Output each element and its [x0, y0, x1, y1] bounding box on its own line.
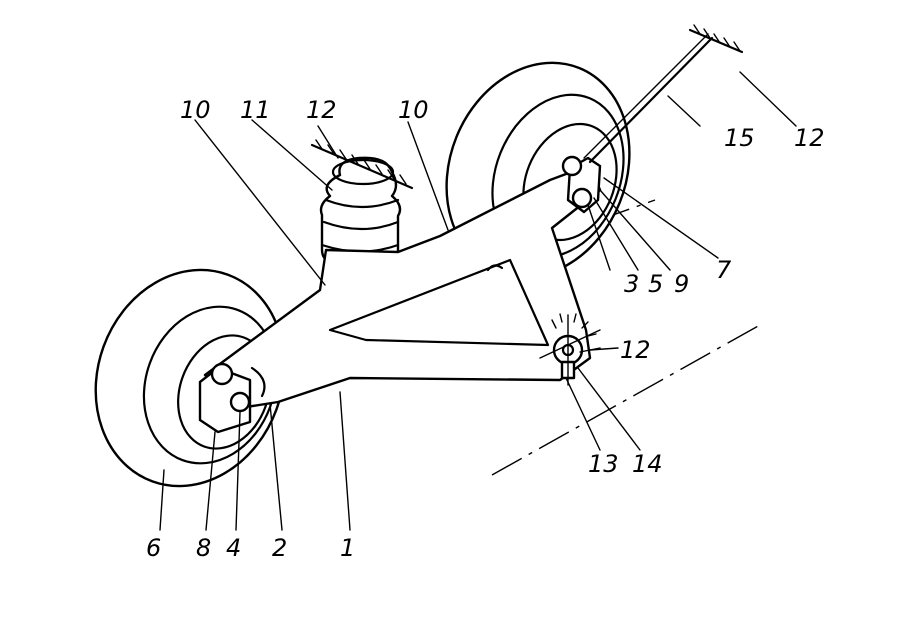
cable-inner	[583, 33, 709, 159]
label-ground-spring: 12	[306, 96, 337, 124]
label-bolt-right: 9	[674, 270, 689, 298]
label-bearing-right: 5	[648, 270, 663, 298]
label-cable: 15	[724, 124, 755, 152]
ground-cable-hatch	[688, 24, 744, 54]
pivot-joint	[539, 314, 601, 386]
label-bracket-right: 7	[716, 256, 732, 284]
label-pivot-pin: 14	[632, 450, 663, 478]
label-pivot-joint: 13	[588, 450, 619, 478]
label-arm-left: 10	[180, 96, 211, 124]
frame	[203, 163, 602, 410]
cable	[588, 36, 714, 164]
air-spring	[319, 156, 402, 272]
wheel-left	[94, 268, 286, 488]
label-arm-right: 10	[398, 96, 429, 124]
bracket-left	[198, 362, 252, 434]
label-bracket-left: 2	[272, 534, 287, 562]
label-spring: 11	[240, 96, 271, 124]
label-frame: 1	[340, 534, 355, 562]
bracket-right	[561, 155, 602, 214]
label-bolt-left: 8	[196, 534, 211, 562]
centerline-pivot	[491, 324, 761, 476]
label-ground-cable: 12	[794, 124, 825, 152]
label-ground-pivot: 12	[620, 336, 651, 364]
label-axle-left: 4	[226, 534, 241, 562]
label-axle-right: 3	[624, 270, 639, 298]
label-wheel-left: 6	[146, 534, 161, 562]
leaders	[159, 71, 797, 531]
ground-spring-hatch	[310, 139, 414, 190]
